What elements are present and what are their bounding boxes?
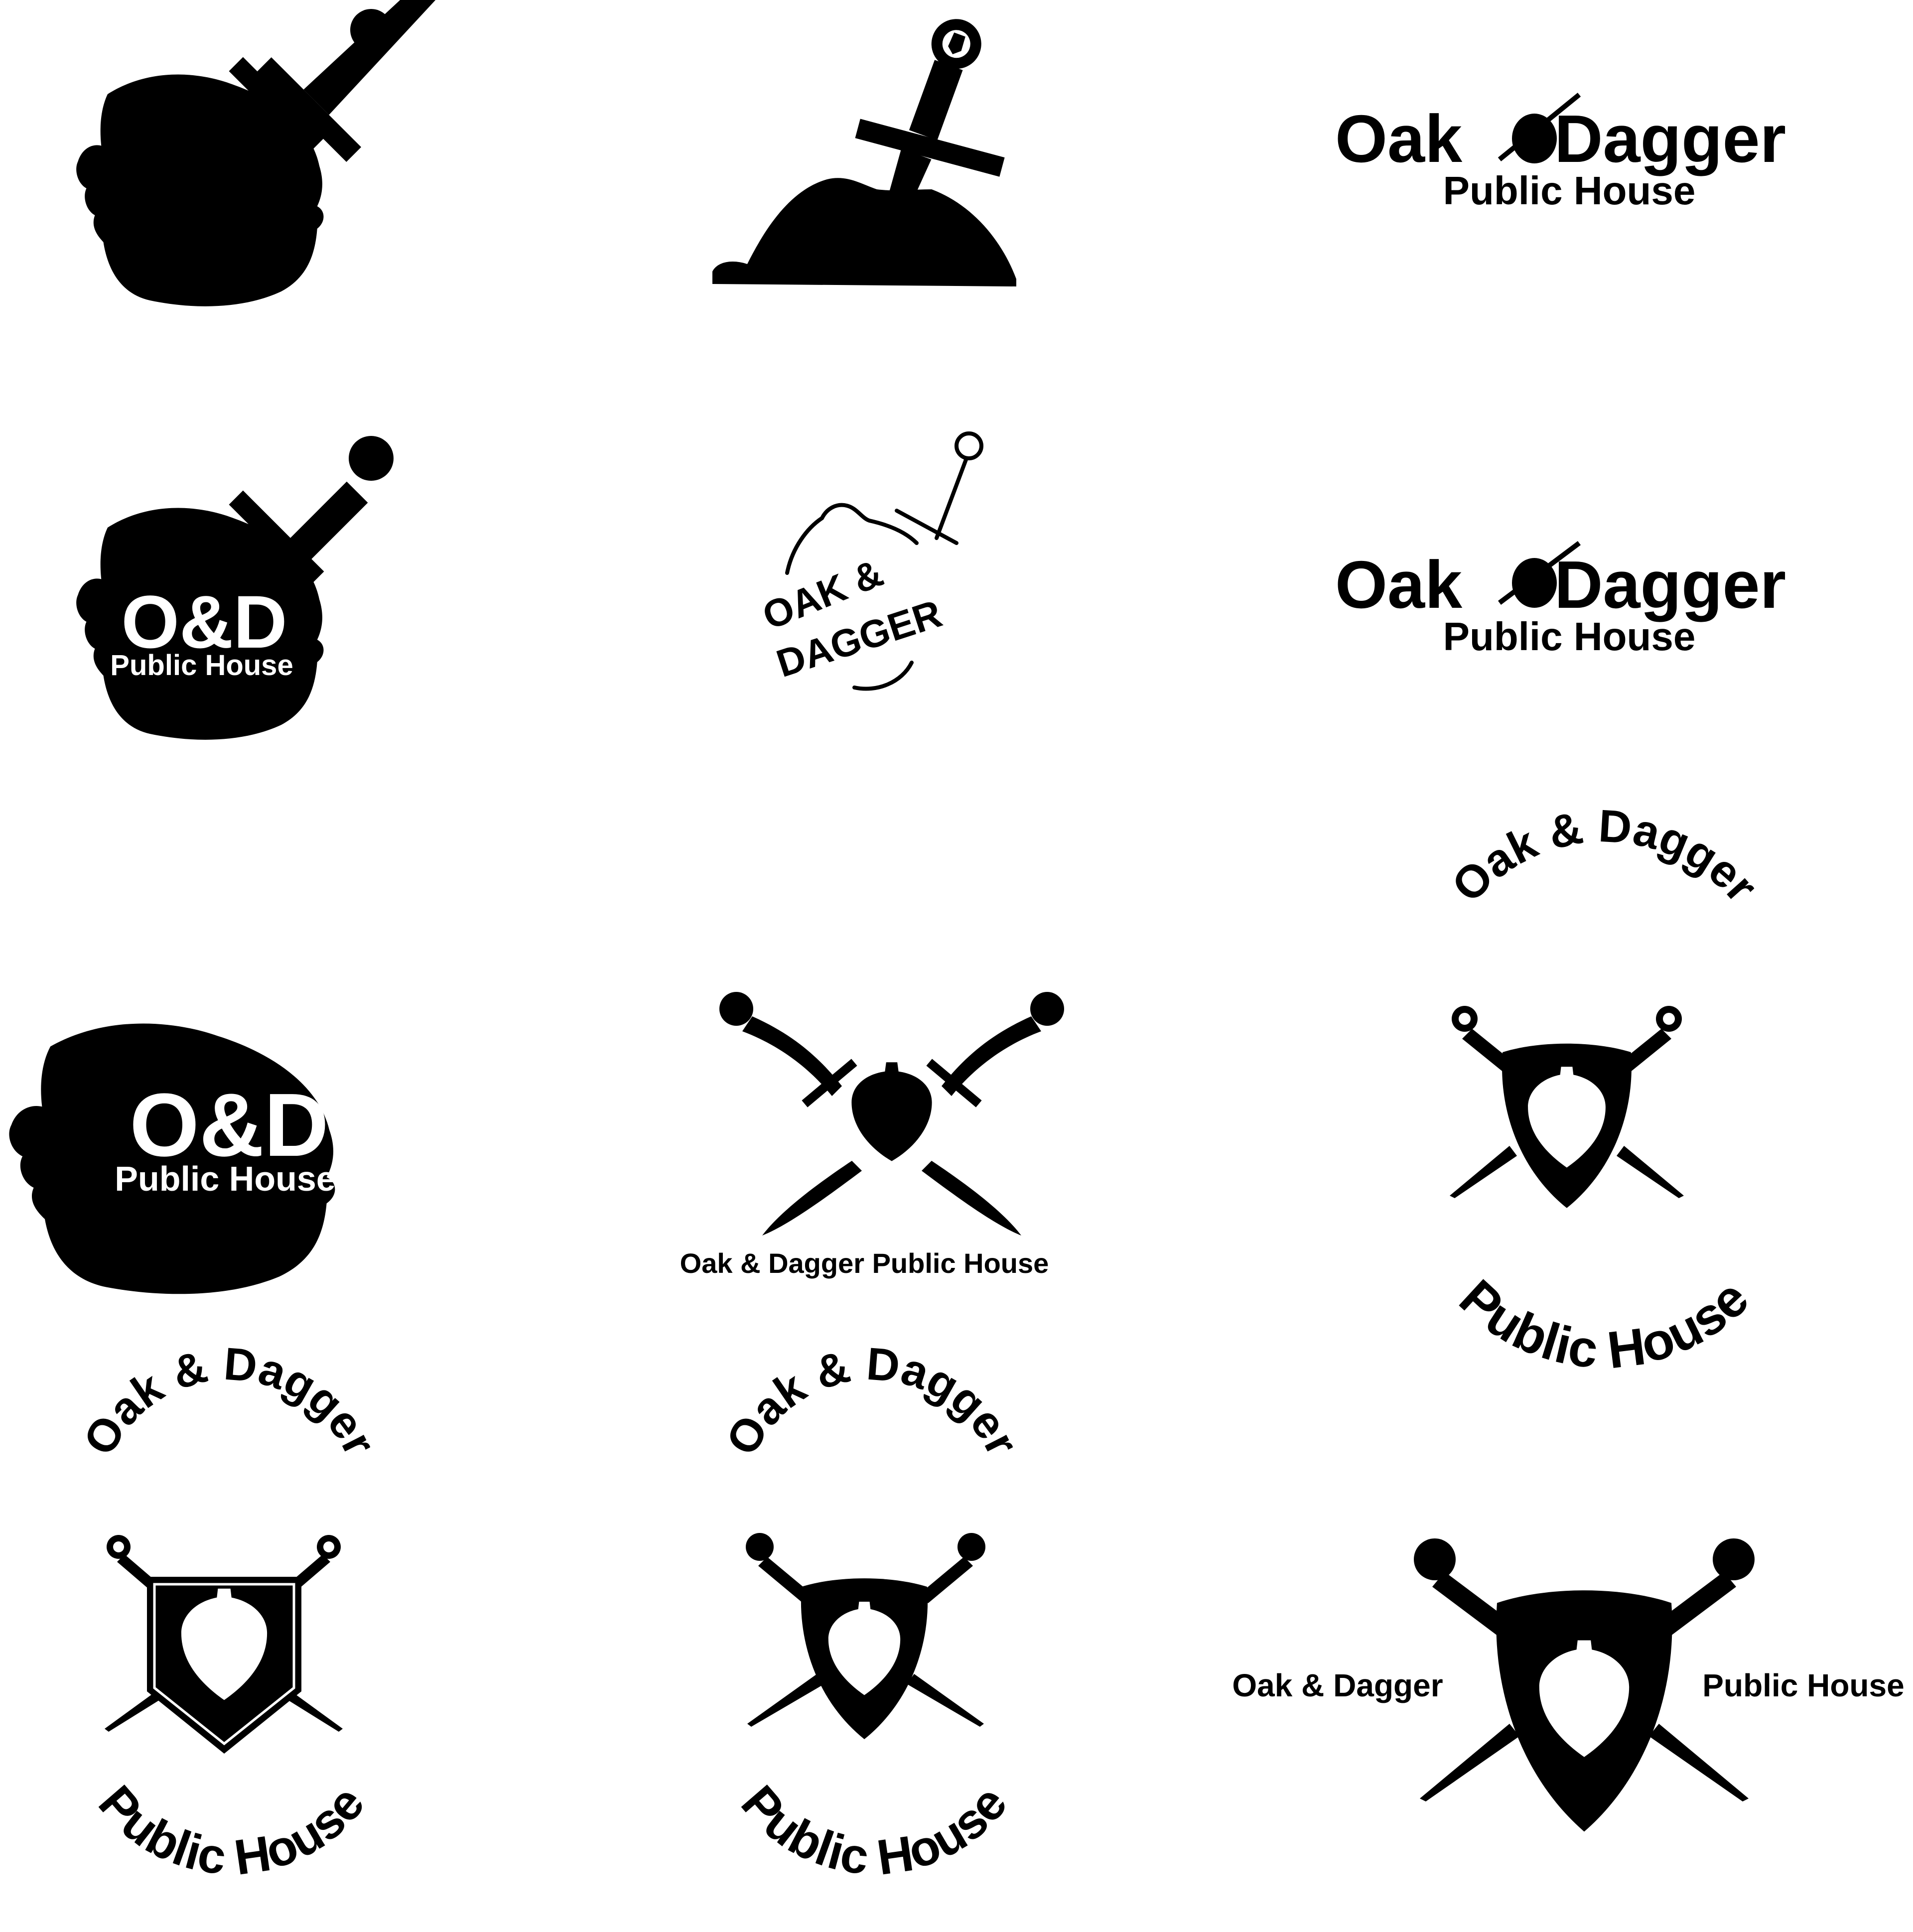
outline-badge bbox=[785, 431, 983, 691]
dagger-icon bbox=[279, 481, 368, 570]
crest-right: Public House bbox=[1702, 1667, 1904, 1703]
dagger-icon bbox=[747, 1674, 824, 1727]
mound-icon bbox=[712, 178, 1016, 286]
crest-logo-2: Oak & Dagger Public House bbox=[716, 1338, 1028, 1886]
wordmark-sub: Public House bbox=[1443, 614, 1696, 659]
acorn-icon bbox=[851, 1062, 932, 1161]
wordmark-dagger: Dagger bbox=[1554, 101, 1786, 176]
crest-logo-1: Oak & Dagger Public House bbox=[74, 1338, 385, 1886]
crest-top: Oak & Dagger bbox=[1442, 801, 1767, 912]
dagger-icon bbox=[1420, 1724, 1519, 1801]
crest-logo-4: Oak & Dagger Public House bbox=[1232, 1538, 1905, 1832]
wordmark-logo-2: Oak Dagger Public House bbox=[1335, 541, 1786, 659]
crest-top: Oak & Dagger bbox=[716, 1338, 1028, 1463]
crossed-caption: Oak & Dagger Public House bbox=[680, 1247, 1049, 1279]
acorn-icon bbox=[1512, 114, 1557, 163]
od-sub: Public House bbox=[115, 1159, 335, 1198]
crest-bottom: Public House bbox=[731, 1775, 1018, 1886]
wordmark-oak: Oak bbox=[1335, 547, 1463, 622]
crest-logo-3: Oak & Dagger Public House bbox=[1442, 801, 1767, 1380]
od-mono: O&D bbox=[121, 580, 287, 664]
od-badge-small: O&D Public House bbox=[76, 436, 394, 740]
crest-left: Oak & Dagger bbox=[1232, 1667, 1443, 1703]
wordmark-logo-1: Oak Dagger Public House bbox=[1335, 93, 1786, 213]
crest-bottom: Public House bbox=[88, 1775, 376, 1886]
pot-dagger-logo bbox=[76, 0, 529, 306]
wordmark-sub: Public House bbox=[1443, 168, 1696, 213]
wordmark-oak: Oak bbox=[1335, 101, 1463, 176]
crest-top: Oak & Dagger bbox=[74, 1338, 385, 1463]
dagger-icon bbox=[935, 456, 968, 540]
crest-bottom: Public House bbox=[1449, 1268, 1760, 1380]
mound-dagger-logo bbox=[712, 19, 1016, 286]
od-sub: Public House bbox=[110, 649, 293, 682]
dagger-icon bbox=[1617, 1146, 1684, 1198]
dagger-icon bbox=[922, 1161, 1021, 1236]
dagger-icon bbox=[105, 1689, 165, 1732]
od-badge-large: O&D Public House bbox=[9, 1023, 336, 1294]
wordmark-dagger: Dagger bbox=[1554, 547, 1786, 622]
crossed-daggers-logo bbox=[719, 992, 1064, 1236]
od-mono: O&D bbox=[130, 1075, 329, 1175]
